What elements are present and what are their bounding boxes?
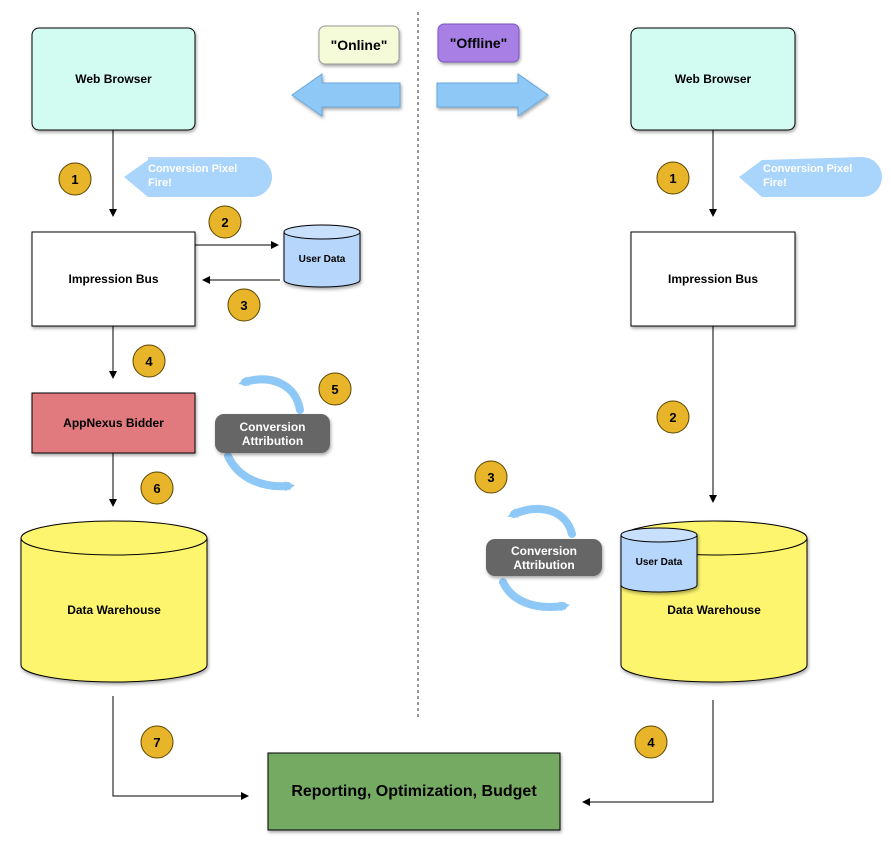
online-step-7: 7 [153, 734, 161, 750]
offline-attribution-pill [486, 539, 602, 576]
reporting-label: Reporting, Optimization, Budget [291, 782, 537, 800]
offline-attribution-curve-down [499, 578, 570, 612]
online-bidder-box [31, 392, 196, 454]
offline-pixel-fire-line-2: Fire! [763, 177, 787, 189]
online-arrow-warehouse-to-reporting [112, 696, 249, 800]
step-badges [58, 161, 690, 759]
offline-user-data-label: User Data [635, 556, 683, 568]
offline-attribution-curve-up [507, 504, 576, 538]
offline-direction-arrow [436, 73, 549, 117]
online-step-4: 4 [145, 353, 153, 369]
online-data-warehouse-label: Data Warehouse [67, 603, 161, 617]
offline-data-warehouse-label: Data Warehouse [667, 603, 761, 617]
reporting-box [267, 752, 561, 831]
offline-attribution-label: Conversion Attribution [486, 539, 602, 576]
online-tag: "Online" [330, 37, 388, 53]
online-attribution-curve-down [224, 452, 295, 492]
online-attribution-line-1: Conversion [239, 419, 306, 434]
online-pixel-fire-line-1: Conversion Pixel [148, 163, 238, 175]
online-step-3: 3 [240, 297, 248, 313]
online-attribution-label: Conversion Attribution [215, 414, 330, 453]
offline-attribution-line-2: Attribution [513, 557, 575, 572]
offline-pixel-fire-bubble [739, 157, 882, 197]
online-pixel-fire-label: Conversion Pixel Fire! [148, 162, 268, 192]
online-impression-bus-label: Impression Bus [68, 272, 159, 286]
offline-web-browser-label: Web Browser [674, 72, 752, 86]
offline-pixel-fire-label: Conversion Pixel Fire! [763, 162, 883, 192]
online-attribution-curve-up [238, 375, 304, 414]
online-pixel-fire-bubble-body [124, 157, 272, 197]
online-user-data-cylinder [283, 224, 361, 288]
online-attribution-pill [215, 414, 330, 453]
offline-impression-bus-box [630, 231, 796, 327]
online-bidder-label: AppNexus Bidder [63, 416, 164, 430]
online-direction-arrow [291, 73, 401, 117]
offline-pixel-fire-line-1: Conversion Pixel [763, 163, 853, 175]
offline-impression-bus-label: Impression Bus [667, 272, 759, 286]
online-tag-box [318, 25, 400, 65]
offline-step-1: 1 [669, 170, 677, 186]
online-attribution-line-2: Attribution [241, 433, 304, 448]
online-step-5: 5 [331, 381, 339, 397]
online-pixel-fire-line-2: Fire! [148, 177, 172, 189]
offline-step-3: 3 [487, 469, 495, 485]
online-step-2: 2 [221, 214, 229, 230]
online-web-browser-label: Web Browser [75, 72, 152, 86]
online-step-1: 1 [71, 171, 79, 187]
offline-user-data-cylinder [620, 527, 698, 593]
online-user-data-label: User Data [298, 253, 346, 265]
offline-arrow-warehouse-to-reporting [582, 700, 714, 806]
offline-attribution-line-1: Conversion [510, 543, 577, 558]
online-impression-bus-box [31, 231, 196, 327]
offline-tag-box [437, 23, 520, 63]
online-data-warehouse-cylinder [20, 520, 208, 683]
offline-tag: "Offline" [449, 35, 508, 51]
offline-step-2: 2 [669, 409, 677, 425]
online-step-6: 6 [153, 480, 161, 496]
offline-step-4: 4 [647, 734, 655, 750]
